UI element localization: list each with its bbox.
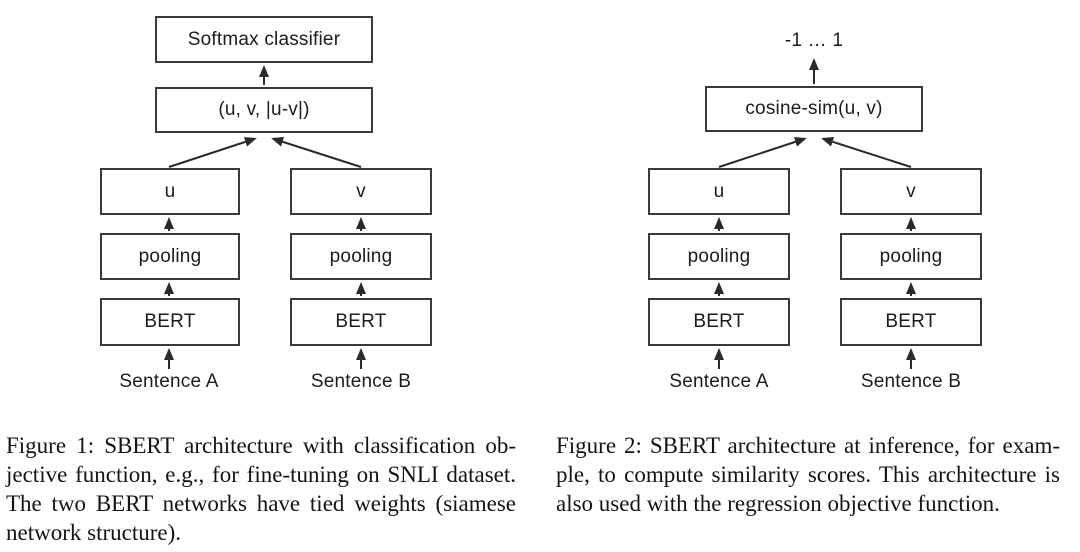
fig1-pooling-b-label: pooling: [329, 245, 393, 267]
fig1-pooling-a-label: pooling: [138, 245, 202, 267]
figure1-caption: Figure 1: SBERT architecture with classi…: [6, 431, 516, 547]
fig1-arrow-v-to-concat: [271, 136, 362, 168]
fig2-bert-b-label: BERT: [885, 311, 937, 332]
fig1-pooling-a-box: pooling: [100, 233, 240, 280]
fig1-sentence-a-label: Sentence A: [119, 371, 219, 392]
fig2-bert-b-box: BERT: [840, 298, 982, 346]
fig2-arrow-v-to-cosine: [821, 136, 912, 168]
figure1-caption-line: The two BERT networks have tied weights …: [6, 491, 516, 516]
figure1-caption-line: network structure).: [6, 520, 181, 545]
fig2-v-label: v: [906, 180, 916, 202]
fig1-bert-a-box: BERT: [100, 298, 240, 346]
figure1-caption-line: jective function, e.g., for fine-tuning …: [6, 462, 516, 487]
fig2-v-box: v: [840, 168, 982, 215]
fig2-cosine-sim-box: cosine-sim(u, v): [705, 86, 923, 132]
fig1-bert-b-box: BERT: [290, 298, 432, 346]
fig1-u-box: u: [100, 168, 240, 215]
fig1-arrow-u-to-concat: [168, 137, 257, 168]
fig2-arrow-u-to-cosine: [718, 137, 807, 168]
figure2-caption: Figure 2: SBERT architecture at inferenc…: [556, 431, 1060, 518]
fig1-bert-b-label: BERT: [335, 311, 387, 332]
fig2-pooling-b-box: pooling: [840, 233, 982, 280]
fig2-u-box: u: [648, 168, 790, 215]
fig1-v-box: v: [290, 168, 432, 215]
figure2-caption-line: also used with the regression objective …: [556, 491, 1000, 516]
fig2-cosine-sim-label: cosine-sim(u, v): [745, 98, 883, 119]
fig2-bert-a-label: BERT: [693, 311, 745, 332]
figure1-caption-line: Figure 1: SBERT architecture with classi…: [6, 433, 516, 458]
fig1-sentence-b-label: Sentence B: [310, 371, 412, 392]
figure2-caption-line: ple, to compute similarity scores. This …: [556, 462, 1060, 487]
fig1-v-label: v: [356, 180, 366, 202]
fig2-u-label: u: [713, 180, 725, 202]
fig1-softmax-label: Softmax classifier: [187, 28, 341, 50]
fig2-bert-a-box: BERT: [648, 298, 790, 346]
fig1-bert-a-label: BERT: [144, 311, 196, 332]
fig2-pooling-a-box: pooling: [648, 233, 790, 280]
fig2-output-range-label: -1 … 1: [784, 30, 844, 51]
fig1-concat-box: (u, v, |u-v|): [155, 87, 373, 133]
fig1-pooling-b-box: pooling: [290, 233, 432, 280]
fig2-sentence-a-label: Sentence A: [669, 371, 769, 392]
fig2-pooling-b-label: pooling: [879, 245, 943, 267]
fig2-sentence-b-label: Sentence B: [860, 371, 962, 392]
fig1-concat-label: (u, v, |u-v|): [218, 99, 310, 120]
fig1-softmax-classifier-box: Softmax classifier: [155, 16, 373, 63]
figure2-caption-line: Figure 2: SBERT architecture at inferenc…: [556, 433, 1060, 458]
fig1-u-label: u: [164, 180, 176, 202]
fig2-pooling-a-label: pooling: [687, 245, 751, 267]
